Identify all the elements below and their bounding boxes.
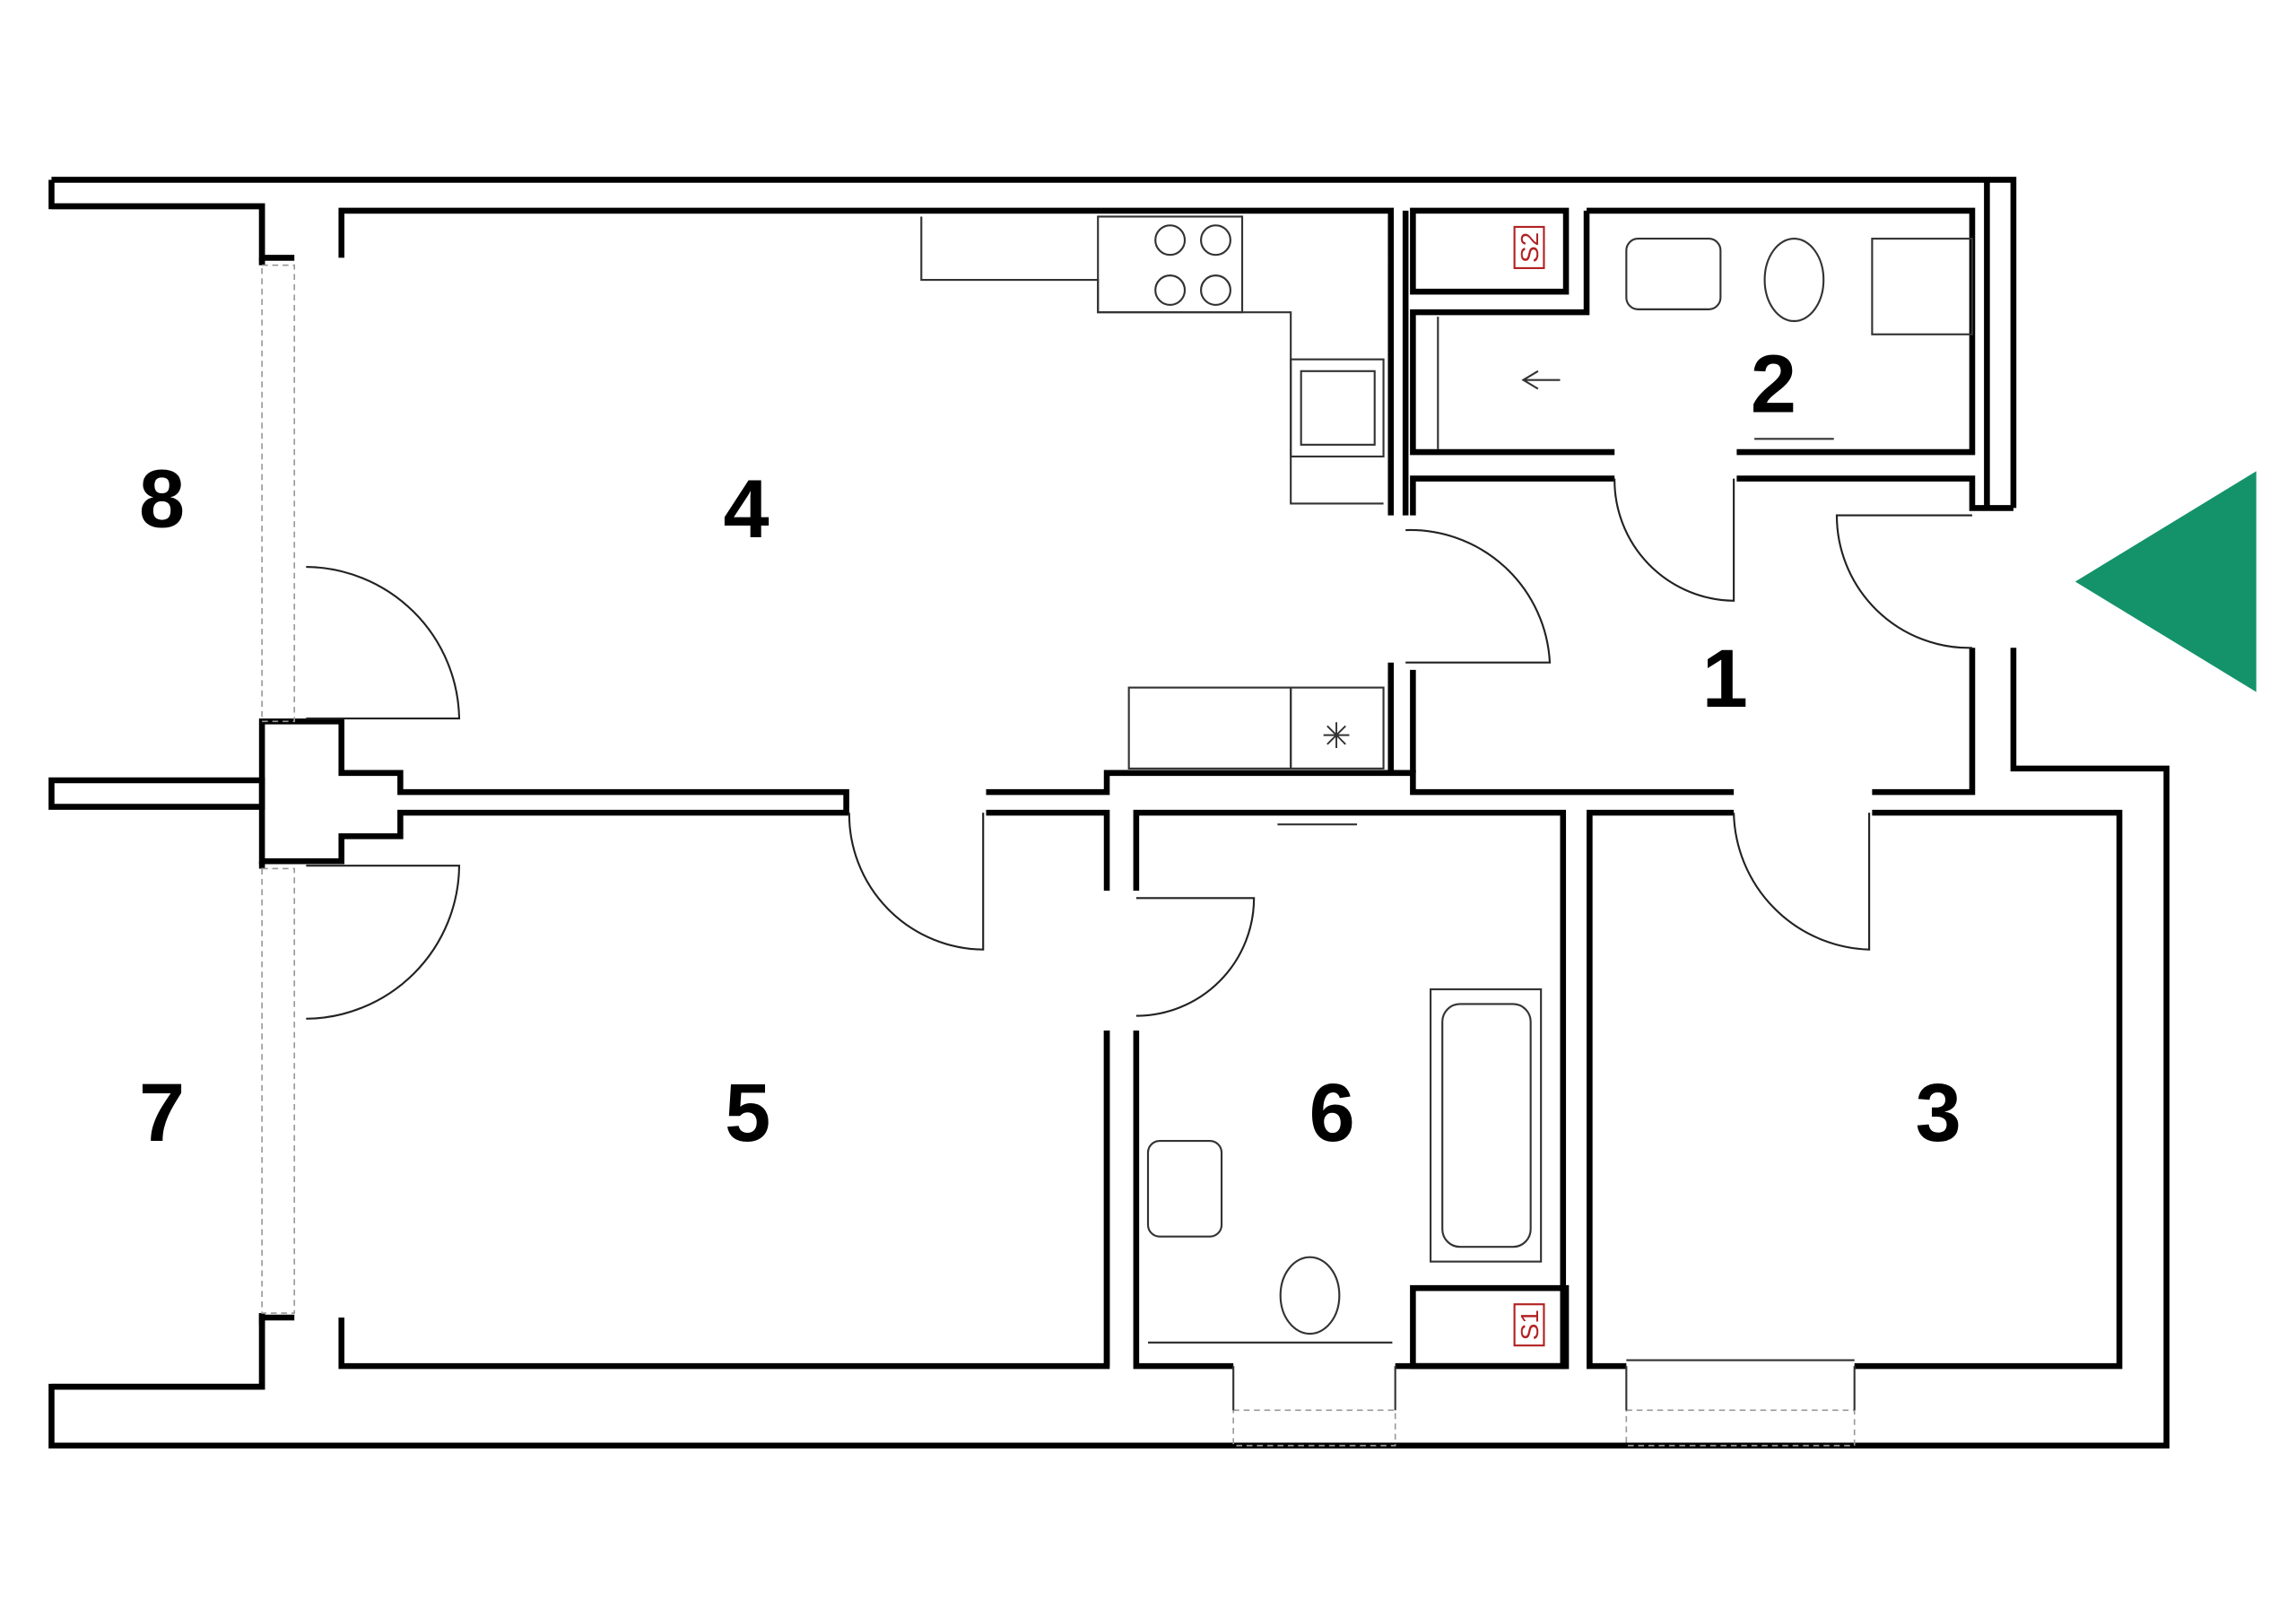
bathroom-2-fixtures bbox=[1437, 238, 1974, 449]
shaft-tag-s1: S1 bbox=[1513, 1303, 1545, 1347]
shaft-label-s2: S2 bbox=[1516, 232, 1544, 263]
outer-walls bbox=[48, 177, 2170, 1449]
entrance-triangle-icon bbox=[2074, 471, 2257, 692]
kitchen-counter: ✳ bbox=[920, 215, 1385, 770]
room-label-3: 3 bbox=[1916, 1067, 1961, 1159]
shaft-label-s1: S1 bbox=[1516, 1309, 1544, 1340]
room-label-4: 4 bbox=[723, 464, 769, 555]
svg-text:✳: ✳ bbox=[1322, 717, 1352, 756]
room-label-1: 1 bbox=[1702, 633, 1748, 725]
bathroom-6-fixtures bbox=[1146, 823, 1570, 1370]
room-label-2: 2 bbox=[1751, 339, 1796, 431]
doors bbox=[306, 478, 1972, 1020]
bathroom-2-walls bbox=[1410, 179, 2013, 516]
shaft-tag-s2: S2 bbox=[1513, 225, 1545, 269]
room-label-8: 8 bbox=[139, 454, 185, 545]
windows bbox=[261, 264, 1856, 1447]
room-label-7: 7 bbox=[139, 1067, 185, 1159]
room-label-5: 5 bbox=[725, 1067, 770, 1159]
room-label-6: 6 bbox=[1309, 1067, 1355, 1159]
